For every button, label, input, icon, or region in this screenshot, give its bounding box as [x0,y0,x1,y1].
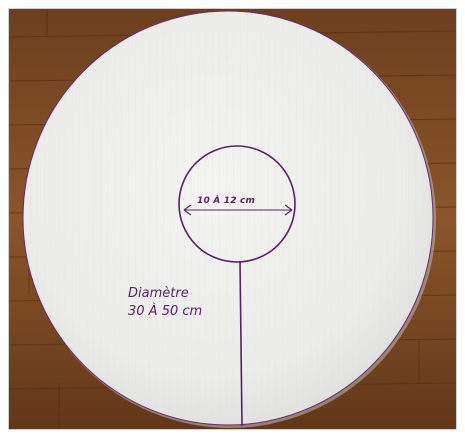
diameter-value: 30 À 50 cm [128,303,202,321]
diameter-title: Diamètre [128,285,202,303]
diameter-label: Diamètre 30 À 50 cm [128,285,202,321]
cardboard-flutes [24,12,432,424]
inner-circle-label: 10 À 12 cm [197,196,255,206]
photo [8,8,457,430]
photo-canvas [9,9,457,430]
